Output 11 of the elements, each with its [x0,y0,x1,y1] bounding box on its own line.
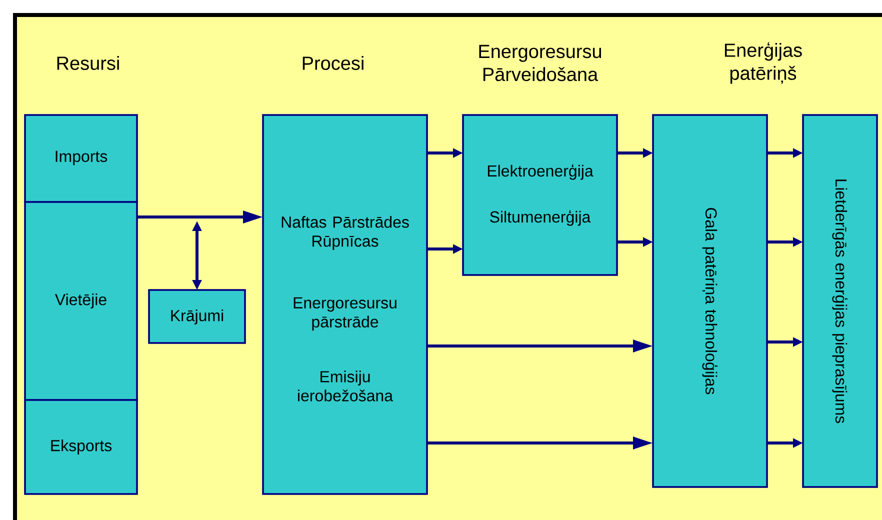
column-heading: Energoresursu Pārveidošana [479,44,602,82]
conversion-box: Elektroenerģija Siltumenerģija [462,114,618,276]
demand-box: Lietderīgās enerģijas pieprasījums [802,114,878,488]
column-heading: Enerģijas patēriņš [724,42,802,84]
stock-box: Krājumi [148,289,246,344]
column-heading: Resursi [57,56,119,70]
technology-box: Gala patēriņa tehnoloģijas [652,114,768,488]
resource-box: Imports [24,114,138,203]
process-box: Naftas Pārstrādes Rūpnīcas Energoresursu pārstrāde Emisiju ierobežošana [262,114,428,495]
resource-box: Eksports [24,399,138,495]
column-heading: Procesi [302,56,364,70]
